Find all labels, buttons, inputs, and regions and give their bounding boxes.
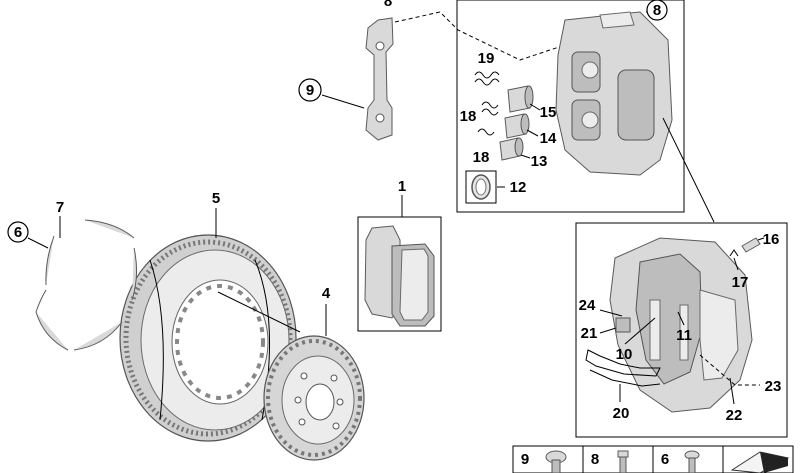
disc-retaining-segments (35, 219, 138, 351)
piston-13 (499, 137, 524, 161)
arrow-marker-icon (730, 451, 790, 473)
callout-15: 15 (540, 104, 557, 121)
callout-19: 19 (478, 50, 495, 67)
caliper-detail-box (575, 222, 788, 438)
callout-18b: 18 (473, 149, 490, 166)
callout-23: 23 (765, 378, 782, 395)
caliper-bracket (365, 17, 394, 141)
brake-disc (119, 234, 297, 442)
callout-24: 24 (579, 297, 596, 314)
brake-pads-box (357, 216, 442, 332)
callout-4: 4 (322, 285, 331, 302)
callout-10: 10 (616, 346, 633, 363)
fastener-9: 9 (521, 450, 567, 473)
disc-hub (263, 335, 365, 461)
callout-8-top: 8 (384, 0, 392, 10)
svg-text:9: 9 (521, 451, 529, 468)
bleed-screw-16 (741, 237, 761, 253)
callout-22: 22 (726, 407, 743, 424)
callout-17: 17 (732, 274, 749, 291)
caliper (555, 11, 673, 176)
callout-20: 20 (613, 405, 630, 422)
svg-text:8: 8 (591, 451, 599, 468)
callout-16: 16 (763, 231, 780, 248)
piston-14 (504, 113, 530, 139)
callout-7: 7 (56, 199, 64, 216)
fastener-6: 6 (661, 450, 700, 473)
callout-18a: 18 (460, 108, 477, 125)
caliper-kit-box (456, 0, 685, 213)
spring-18a (481, 101, 499, 116)
svg-text:8: 8 (653, 2, 661, 19)
callout-12: 12 (510, 179, 527, 196)
caliper-detail (609, 237, 753, 413)
fastener-strip (512, 445, 794, 473)
callout-8: 8 (646, 0, 668, 21)
bleed-cap-17 (729, 249, 739, 257)
svg-text:9: 9 (306, 82, 314, 99)
brake-pads (364, 225, 435, 327)
callout-1: 1 (398, 178, 406, 195)
pad-sensor-21 (615, 317, 631, 333)
callout-9: 9 (298, 78, 322, 102)
svg-text:6: 6 (14, 224, 22, 241)
piston-15 (507, 85, 534, 113)
callout-21: 21 (581, 325, 598, 342)
callout-11: 11 (676, 327, 692, 344)
callout-5: 5 (212, 190, 220, 207)
svg-text:6: 6 (661, 451, 669, 468)
fastener-8: 8 (591, 450, 629, 473)
callout-14: 14 (540, 130, 557, 147)
spring-19 (474, 71, 500, 86)
sensor-wire-20 (585, 349, 661, 377)
seal-12-box (465, 170, 497, 204)
callout-13: 13 (531, 153, 548, 170)
spring-18b (477, 128, 495, 136)
callout-6: 6 (7, 221, 29, 243)
